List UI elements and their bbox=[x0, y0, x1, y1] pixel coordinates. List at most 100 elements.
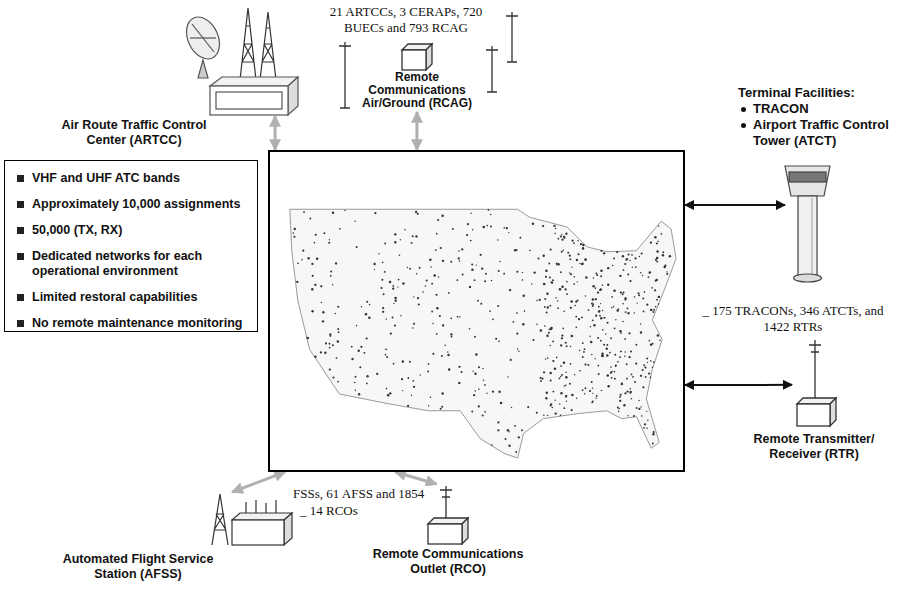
text-group: Remote Communications Air/Ground (RCAG) bbox=[352, 71, 482, 110]
site-dot bbox=[616, 309, 619, 312]
site-dot bbox=[619, 275, 621, 277]
site-dot bbox=[545, 270, 548, 273]
site-dot bbox=[500, 402, 503, 405]
node-label: Remote Transmitter/ Receiver (RTR) bbox=[739, 432, 889, 462]
site-dot bbox=[571, 409, 573, 411]
site-dot bbox=[413, 386, 415, 388]
site-dot bbox=[394, 297, 397, 300]
site-dot bbox=[552, 279, 554, 281]
site-dot bbox=[613, 289, 616, 292]
site-dot bbox=[517, 348, 518, 349]
site-dot bbox=[382, 262, 384, 264]
rco-icon bbox=[428, 486, 468, 544]
site-dot bbox=[394, 325, 396, 327]
site-dot bbox=[628, 356, 630, 358]
site-dot bbox=[591, 303, 593, 305]
site-dot bbox=[643, 310, 645, 312]
site-dot bbox=[614, 378, 616, 380]
site-dot bbox=[635, 266, 637, 268]
site-dot bbox=[329, 368, 331, 370]
site-dot bbox=[658, 303, 660, 305]
site-dot bbox=[441, 406, 443, 408]
site-dot bbox=[382, 307, 384, 309]
site-dot bbox=[470, 213, 471, 214]
site-dot bbox=[309, 218, 311, 220]
site-dot bbox=[584, 387, 586, 389]
site-dot bbox=[656, 257, 659, 260]
site-dot bbox=[629, 391, 631, 393]
site-dot bbox=[459, 260, 461, 262]
site-dot bbox=[433, 274, 436, 277]
site-dot bbox=[407, 377, 409, 379]
site-dot bbox=[532, 339, 534, 341]
site-dot bbox=[539, 299, 541, 301]
site-dot bbox=[361, 306, 362, 307]
site-dot bbox=[634, 257, 636, 259]
site-dot bbox=[625, 258, 627, 260]
site-dot bbox=[602, 329, 604, 331]
site-dot bbox=[626, 378, 628, 380]
site-dot bbox=[600, 317, 602, 319]
site-dot bbox=[482, 414, 484, 416]
site-dot bbox=[480, 254, 482, 256]
site-dot bbox=[576, 259, 578, 261]
site-dot bbox=[482, 226, 485, 229]
site-dot bbox=[389, 281, 391, 283]
site-dot bbox=[577, 281, 578, 282]
building-front bbox=[402, 50, 426, 70]
site-dot bbox=[552, 341, 554, 343]
site-dot bbox=[527, 406, 529, 408]
site-dot bbox=[550, 248, 552, 250]
site-dot bbox=[471, 411, 473, 413]
list-text: VHF and UHF ATC bands bbox=[32, 171, 180, 186]
site-dot bbox=[658, 296, 660, 298]
site-dot bbox=[642, 298, 644, 300]
site-dot bbox=[561, 239, 563, 241]
site-dot bbox=[577, 253, 579, 255]
site-dot bbox=[337, 306, 339, 308]
site-dot bbox=[329, 347, 331, 349]
site-dot bbox=[627, 253, 629, 255]
site-dot bbox=[560, 392, 562, 394]
site-dot bbox=[368, 317, 371, 320]
site-dot bbox=[307, 257, 309, 259]
site-dot bbox=[507, 429, 509, 431]
site-dot bbox=[592, 285, 594, 287]
site-dot bbox=[322, 320, 324, 322]
site-dot bbox=[578, 318, 580, 320]
site-dot bbox=[560, 414, 562, 416]
site-dot bbox=[569, 258, 571, 260]
site-dot bbox=[566, 345, 568, 347]
site-dot bbox=[589, 390, 591, 392]
site-dot bbox=[582, 356, 584, 358]
site-dot bbox=[483, 379, 485, 381]
site-dot bbox=[558, 238, 560, 240]
site-dot bbox=[565, 376, 568, 379]
site-dot bbox=[533, 271, 535, 273]
site-dot bbox=[582, 244, 584, 246]
site-dot bbox=[619, 400, 621, 402]
site-dot bbox=[354, 221, 356, 223]
site-dot bbox=[606, 348, 608, 350]
site-dot bbox=[447, 351, 448, 352]
site-dot bbox=[546, 311, 548, 313]
site-dot bbox=[573, 283, 575, 285]
site-dot bbox=[634, 381, 636, 383]
site-dot bbox=[656, 242, 658, 244]
site-dot bbox=[418, 303, 420, 305]
legend-box: VHF and UHF ATC bandsApproximately 10,00… bbox=[4, 160, 258, 332]
site-dot bbox=[384, 271, 386, 273]
building-front bbox=[428, 524, 462, 544]
site-dot bbox=[629, 392, 630, 393]
site-dot bbox=[592, 305, 594, 307]
site-dot bbox=[626, 390, 628, 392]
site-dot bbox=[654, 289, 656, 291]
site-dot bbox=[613, 306, 615, 308]
site-dot bbox=[565, 385, 567, 387]
site-dot bbox=[643, 364, 645, 366]
site-dot bbox=[431, 311, 433, 313]
site-dot bbox=[311, 288, 313, 290]
site-dot bbox=[549, 277, 551, 279]
text-group: Air Route Traffic Control Center (ARTCC) bbox=[48, 118, 220, 148]
site-dot bbox=[457, 316, 459, 318]
